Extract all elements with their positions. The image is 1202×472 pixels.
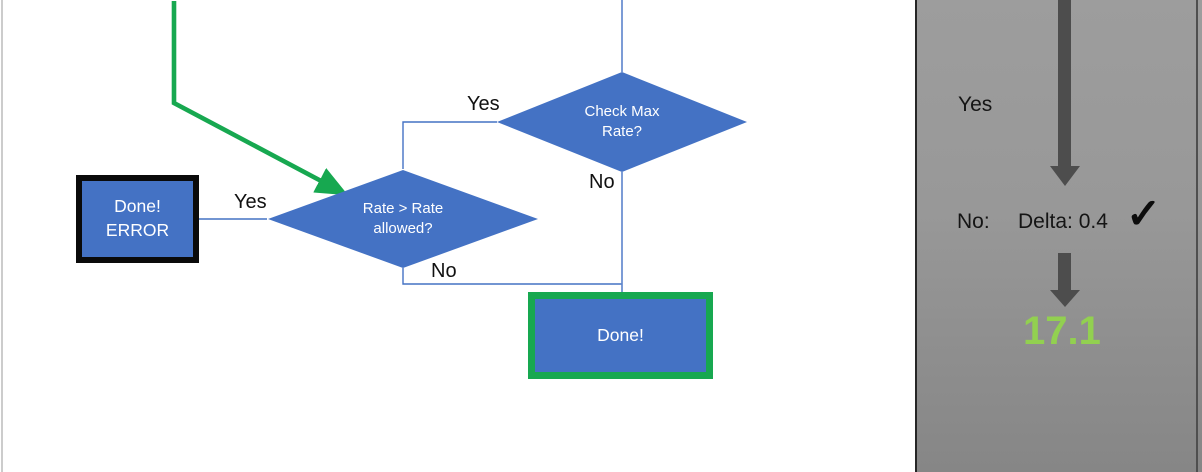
connector-check-max-yes	[402, 121, 497, 169]
edge-label-check-max-no: No	[589, 171, 615, 193]
panel-result-value: 17.1	[1023, 309, 1101, 353]
done-label: Done!	[597, 324, 644, 345]
panel-delta-value: Delta: 0.4	[1018, 210, 1108, 233]
panel-arrow-bottom-shaft	[1058, 253, 1071, 291]
edge-label-rate-allowed-yes: Yes	[234, 191, 267, 213]
panel-no-label: No:	[957, 210, 990, 233]
done-error-label: Done! ERROR	[105, 196, 170, 240]
page-left-edge-line	[1, 0, 3, 472]
edge-label-check-max-yes: Yes	[467, 93, 500, 115]
panel-arrow-top-shaft	[1058, 0, 1071, 166]
green-flow-arrow	[171, 1, 349, 196]
connector-rate-allowed-no	[402, 268, 622, 285]
panel-right-edge-line	[1196, 0, 1198, 472]
decision-check-max-rate-label: Check Max Rate?	[584, 102, 660, 140]
edge-label-rate-allowed-no: No	[431, 260, 457, 282]
done-box: Done!	[528, 292, 713, 379]
done-error-box: Done! ERROR	[76, 175, 199, 263]
checkmark-icon: ✓	[1126, 190, 1162, 237]
panel-arrow-bottom-head	[1049, 290, 1080, 307]
flowchart-connectors	[171, 0, 623, 293]
panel-arrow-top-head	[1049, 166, 1080, 186]
decision-rate-allowed-label: Rate > Rate allowed?	[362, 199, 444, 237]
panel-yes-label: Yes	[958, 93, 993, 116]
